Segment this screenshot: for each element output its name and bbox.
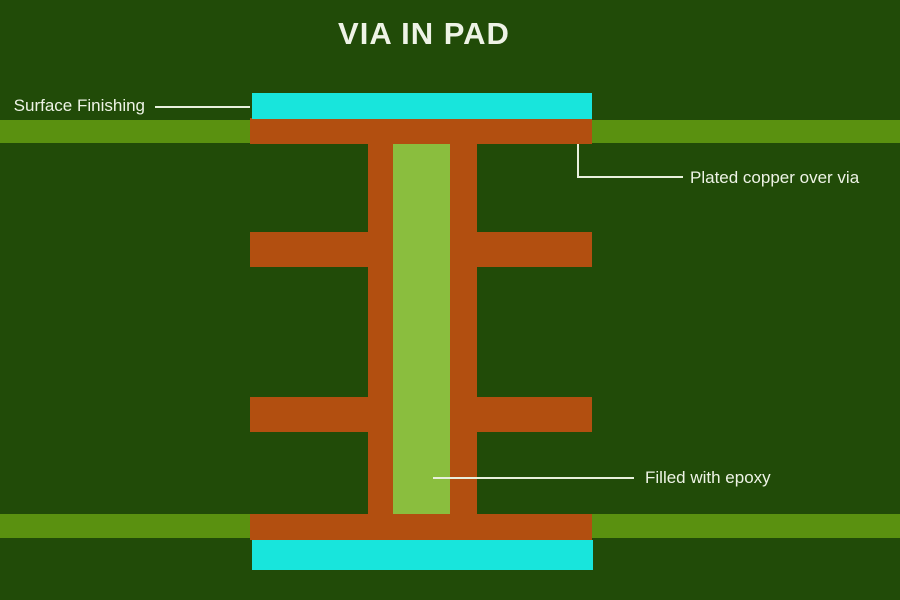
plated-copper-callout-line-vertical <box>577 144 579 178</box>
surface-finish-top <box>252 93 592 119</box>
plated-copper-callout-line-horizontal <box>577 176 683 178</box>
plated-copper-label: Plated copper over via <box>690 168 860 187</box>
surface-finishing-callout-line <box>155 106 250 108</box>
surface-finish-bottom <box>252 540 593 570</box>
epoxy-label: Filled with epoxy <box>645 468 771 487</box>
epoxy-callout-line <box>433 477 634 479</box>
diagram-title: VIA IN PAD <box>338 16 510 51</box>
epoxy-fill <box>393 144 450 514</box>
surface-finishing-label: Surface Finishing <box>13 96 145 115</box>
